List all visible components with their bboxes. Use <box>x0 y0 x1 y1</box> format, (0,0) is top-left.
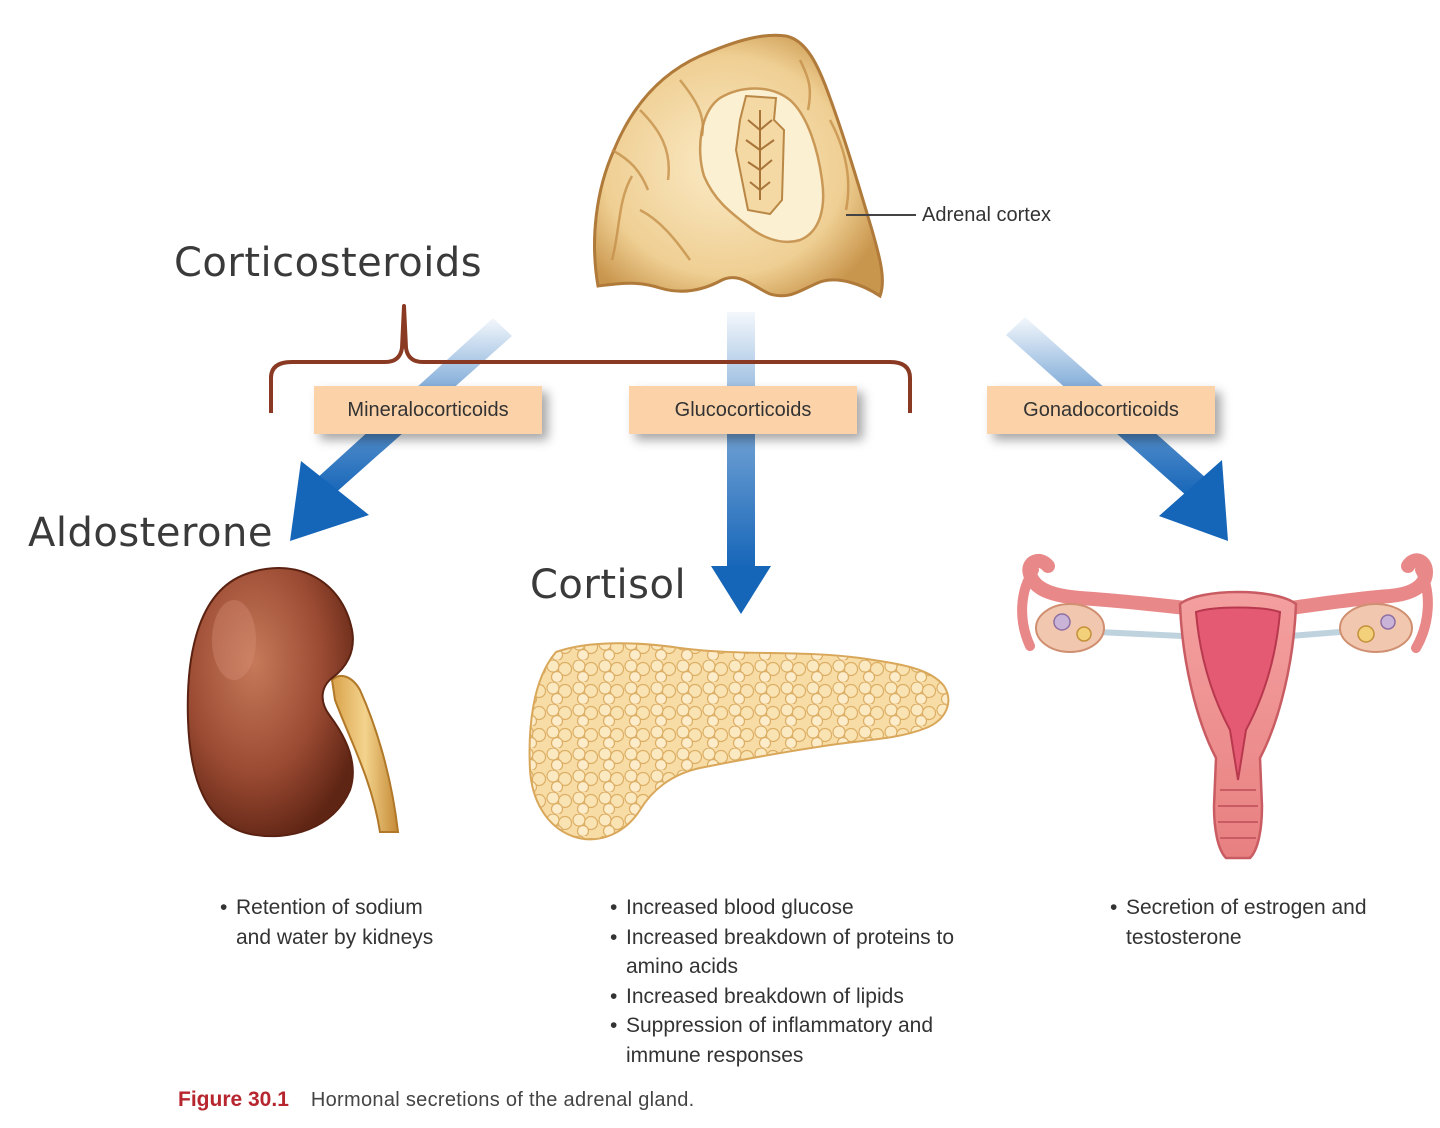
tag-gonadocorticoids: Gonadocorticoids <box>987 386 1215 434</box>
corticosteroids-bracket <box>269 304 912 413</box>
corticosteroids-title: Corticosteroids <box>174 240 483 286</box>
adrenal-cortex-label: Adrenal cortex <box>922 204 1051 226</box>
cortisol-effects-list: Increased blood glucose Increased breakd… <box>610 893 980 1070</box>
kidney-illustration <box>186 567 400 838</box>
tag-glucocorticoids: Glucocorticoids <box>629 386 857 434</box>
hormone-cortisol: Cortisol <box>530 562 687 608</box>
effect-item: Increased breakdown of lipids <box>610 982 980 1012</box>
gonadocorticoid-effects-list: Secretion of estrogen and testosterone <box>1110 893 1380 952</box>
effect-item: Secretion of estrogen and testosterone <box>1110 893 1380 952</box>
figure-caption: Figure 30.1 Hormonal secretions of the a… <box>178 1088 695 1112</box>
figure-number: Figure 30.1 <box>178 1088 289 1111</box>
effect-item: Increased blood glucose <box>610 893 980 923</box>
effect-item: Suppression of inflammatory and immune r… <box>610 1011 980 1070</box>
adrenal-gland-illustration <box>593 33 916 299</box>
pancreas-illustration <box>528 642 950 841</box>
hormone-aldosterone: Aldosterone <box>28 510 273 556</box>
arrow-to-cortisol <box>711 312 771 614</box>
effect-item: Increased breakdown of proteins to amino… <box>610 923 980 982</box>
aldosterone-effects-list: Retention of sodium and water by kidneys <box>220 893 440 952</box>
uterus-illustration <box>1017 553 1434 860</box>
tag-mineralocorticoids: Mineralocorticoids <box>314 386 542 434</box>
effect-item: Retention of sodium and water by kidneys <box>220 893 440 952</box>
figure-caption-text: Hormonal secretions of the adrenal gland… <box>310 1089 695 1111</box>
